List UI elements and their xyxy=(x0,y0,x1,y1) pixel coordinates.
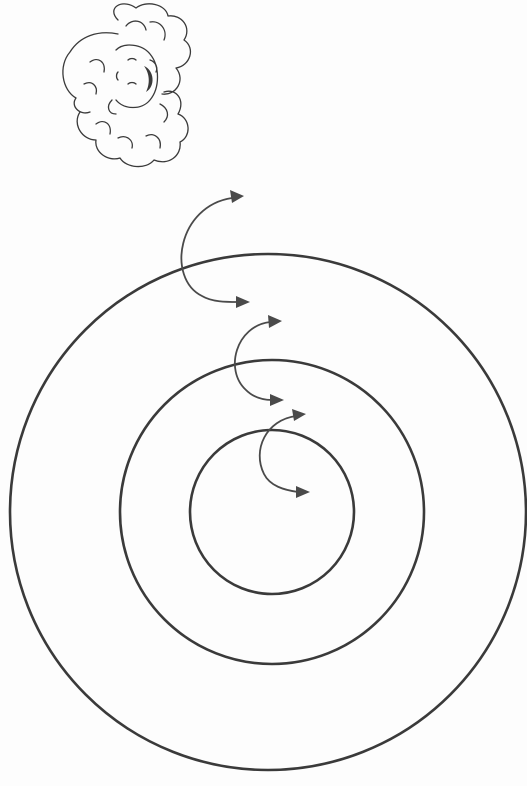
outer-ring-crossing-arrow xyxy=(181,190,250,308)
arrowhead-icon xyxy=(236,296,250,308)
cherub-head-icon xyxy=(63,4,191,167)
arrowhead-icon xyxy=(230,190,244,203)
arrowhead-icon xyxy=(270,394,284,406)
inner-ring xyxy=(190,430,354,594)
inner-ring-crossing-arrow xyxy=(260,409,310,498)
outer-ring xyxy=(10,254,526,770)
middle-ring xyxy=(120,360,424,664)
arrowhead-icon xyxy=(292,409,306,421)
arrowhead-icon xyxy=(268,315,282,328)
arrowhead-icon xyxy=(296,486,310,498)
